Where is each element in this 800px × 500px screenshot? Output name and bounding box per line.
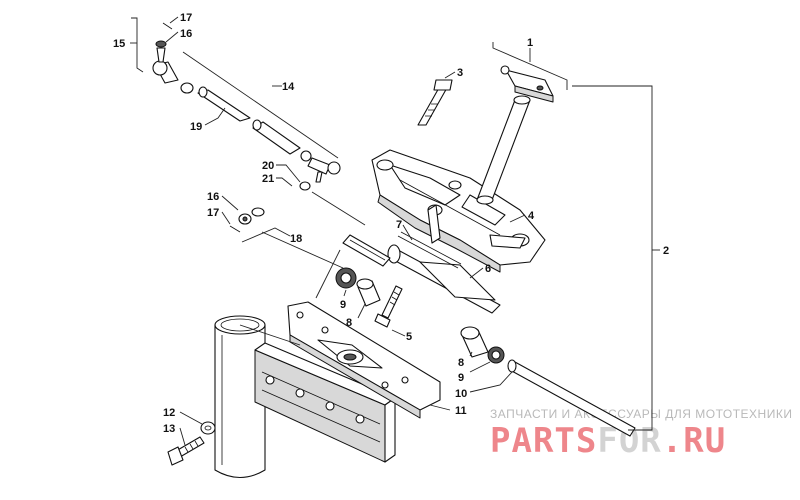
- cotter-pin-17-lower: [229, 225, 241, 233]
- callout-9-lower: 9: [458, 372, 464, 384]
- callout-1: 1: [527, 37, 533, 49]
- callout-3: 3: [457, 67, 463, 79]
- callout-19: 19: [190, 121, 202, 133]
- frame-tube: [214, 315, 266, 479]
- callout-17-lower: 17: [207, 207, 219, 219]
- cotter-pin-17-upper: [162, 22, 173, 30]
- bolt-5: [374, 285, 403, 328]
- lower-bushing-8: [460, 326, 489, 358]
- callout-13: 13: [163, 423, 175, 435]
- upper-seal-9: [335, 267, 357, 289]
- callout-14: 14: [282, 81, 295, 93]
- callout-18: 18: [290, 233, 302, 245]
- shim-7: [397, 231, 462, 269]
- watermark-tagline: ЗАПЧАСТИ И АКСЕССУАРЫ ДЛЯ МОТОТЕХНИКИ: [490, 407, 792, 421]
- tie-rod-end: [152, 40, 179, 84]
- lower-seal-9: [487, 346, 505, 364]
- tie-rod-end-right: [300, 150, 341, 183]
- bolt-3: [417, 79, 453, 126]
- callout-4: 4: [528, 210, 535, 222]
- callout-5: 5: [406, 331, 412, 343]
- jam-nut: [180, 82, 194, 94]
- callout-10: 10: [455, 388, 467, 400]
- callout-15: 15: [113, 38, 125, 50]
- frame-bracket: [254, 342, 396, 463]
- callout-16-lower: 16: [207, 191, 219, 203]
- callout-6: 6: [485, 263, 491, 275]
- callouts: 17 16 15 14 19 20 21 16 17 18 3 1 2 4 7 …: [113, 12, 669, 435]
- washer-12: [200, 421, 216, 435]
- callout-9-upper: 9: [340, 299, 346, 311]
- callout-20: 20: [262, 160, 274, 172]
- steering-post-tube: [476, 95, 531, 205]
- callout-8-lower: 8: [458, 357, 464, 369]
- callout-12: 12: [163, 407, 175, 419]
- watermark: ЗАПЧАСТИ И АКСЕССУАРЫ ДЛЯ МОТОТЕХНИКИ PA…: [490, 407, 792, 461]
- clamp-1: [500, 65, 554, 103]
- callout-17-top: 17: [180, 12, 192, 24]
- steering-shaft: [342, 234, 501, 314]
- callout-16-top: 16: [180, 28, 192, 40]
- watermark-brand-ru: .RU: [662, 421, 726, 461]
- callout-11: 11: [455, 405, 467, 417]
- washer-20-21: [251, 181, 311, 217]
- watermark-brand-parts: PARTS: [490, 421, 597, 461]
- leader-lines: [130, 16, 660, 446]
- lower-shaft: [507, 359, 636, 437]
- watermark-brand: PARTSFOR.RU: [490, 421, 726, 461]
- upper-bushing-8: [356, 278, 381, 307]
- bolt-13: [167, 436, 205, 466]
- nut-16-lower: [238, 213, 252, 225]
- callout-8-upper: 8: [346, 317, 352, 329]
- callout-21: 21: [262, 173, 274, 185]
- tie-rod-19: [197, 86, 301, 155]
- callout-2: 2: [663, 245, 669, 257]
- steering-post-plate: [287, 301, 441, 419]
- steering-housing: [371, 149, 546, 273]
- callout-7: 7: [396, 219, 402, 231]
